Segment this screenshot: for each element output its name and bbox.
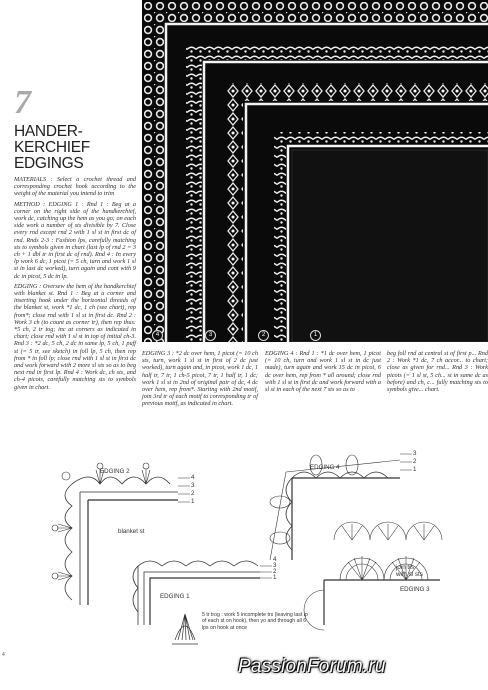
e1-row-1: 1	[273, 574, 277, 581]
e2-row-4: 4	[191, 474, 195, 481]
title-line-3: EDGINGS	[14, 155, 84, 172]
blanket-stitch-label: blanket st	[118, 528, 145, 535]
section-number: 7	[14, 84, 31, 121]
materials-paragraph: MATERIALS : Select a crochet thread and …	[14, 176, 136, 198]
e4-row-2: 2	[413, 458, 417, 465]
method-paragraph: METHOD : EDGING 1 : Rnd 1 : Beg at a cor…	[14, 200, 136, 280]
e1-row-4: 4	[273, 556, 277, 563]
edging-3-paragraph: EDGING 3 : *2 dc over hem, 1 picot (= 10…	[142, 350, 258, 408]
e1-row-3: 3	[273, 562, 277, 569]
title-line-2: KERCHIEF	[14, 139, 90, 156]
text-column-d: beg foll rnd at central st of first p...…	[387, 350, 488, 400]
edging-paragraph: EDGING : Oversew the hem of the handkerc…	[14, 282, 136, 391]
edging-4-chart	[269, 453, 412, 561]
e1-row-2: 2	[273, 568, 277, 575]
edgings-photo	[142, 0, 488, 342]
page-number: 4	[2, 652, 5, 658]
edging-1-chart	[132, 560, 272, 625]
e4-row-3: 3	[413, 450, 417, 457]
join-label-line-2: with sl sts	[396, 571, 423, 578]
edging-1-label: EDGING 1	[160, 593, 190, 600]
e2-row-3: 3	[191, 482, 195, 489]
puff-stitch-note: 5 tr trog : work 5 incomplete trs (leavi…	[202, 612, 308, 631]
photo-label-1: 1	[310, 330, 321, 341]
edging-4-paragraph: EDGING 4 : Rnd 1 : *1 dc over hem, 1 pic…	[265, 350, 381, 394]
edging-2-label: EDGING 2	[100, 468, 130, 475]
text-column-b: EDGING 3 : *2 dc over hem, 1 picot (= 10…	[142, 350, 258, 411]
e4-row-1: 1	[413, 466, 417, 473]
join-label-line-1: join trs	[396, 564, 415, 571]
text-column-a: MATERIALS : Select a crochet thread and …	[14, 176, 136, 394]
title-line-1: HANDER-	[14, 123, 83, 140]
text-column-c: EDGING 4 : Rnd 1 : *1 dc over hem, 1 pic…	[265, 350, 381, 396]
site-watermark: PassionForum.ru	[238, 656, 386, 677]
photo-label-2: 2	[258, 330, 269, 341]
puff-stitch-sketch	[172, 613, 198, 645]
edging-3-chart	[303, 521, 443, 631]
e2-row-2: 2	[191, 490, 195, 497]
photo-label-4: 4	[152, 330, 163, 341]
edging-4-label: EDGING 4	[310, 464, 340, 471]
photo-label-3: 3	[205, 330, 216, 341]
edging-3-label: EDGING 3	[400, 586, 430, 593]
page-title: HANDER- KERCHIEF EDGINGS	[14, 124, 136, 172]
edging-4-continued-paragraph: beg foll rnd at central st of first p...…	[387, 350, 488, 394]
heading-block: 7 HANDER- KERCHIEF EDGINGS	[14, 84, 136, 172]
edging-2-chart	[51, 462, 190, 605]
lace-photo-art	[144, 2, 488, 342]
e2-row-1: 1	[191, 498, 195, 505]
